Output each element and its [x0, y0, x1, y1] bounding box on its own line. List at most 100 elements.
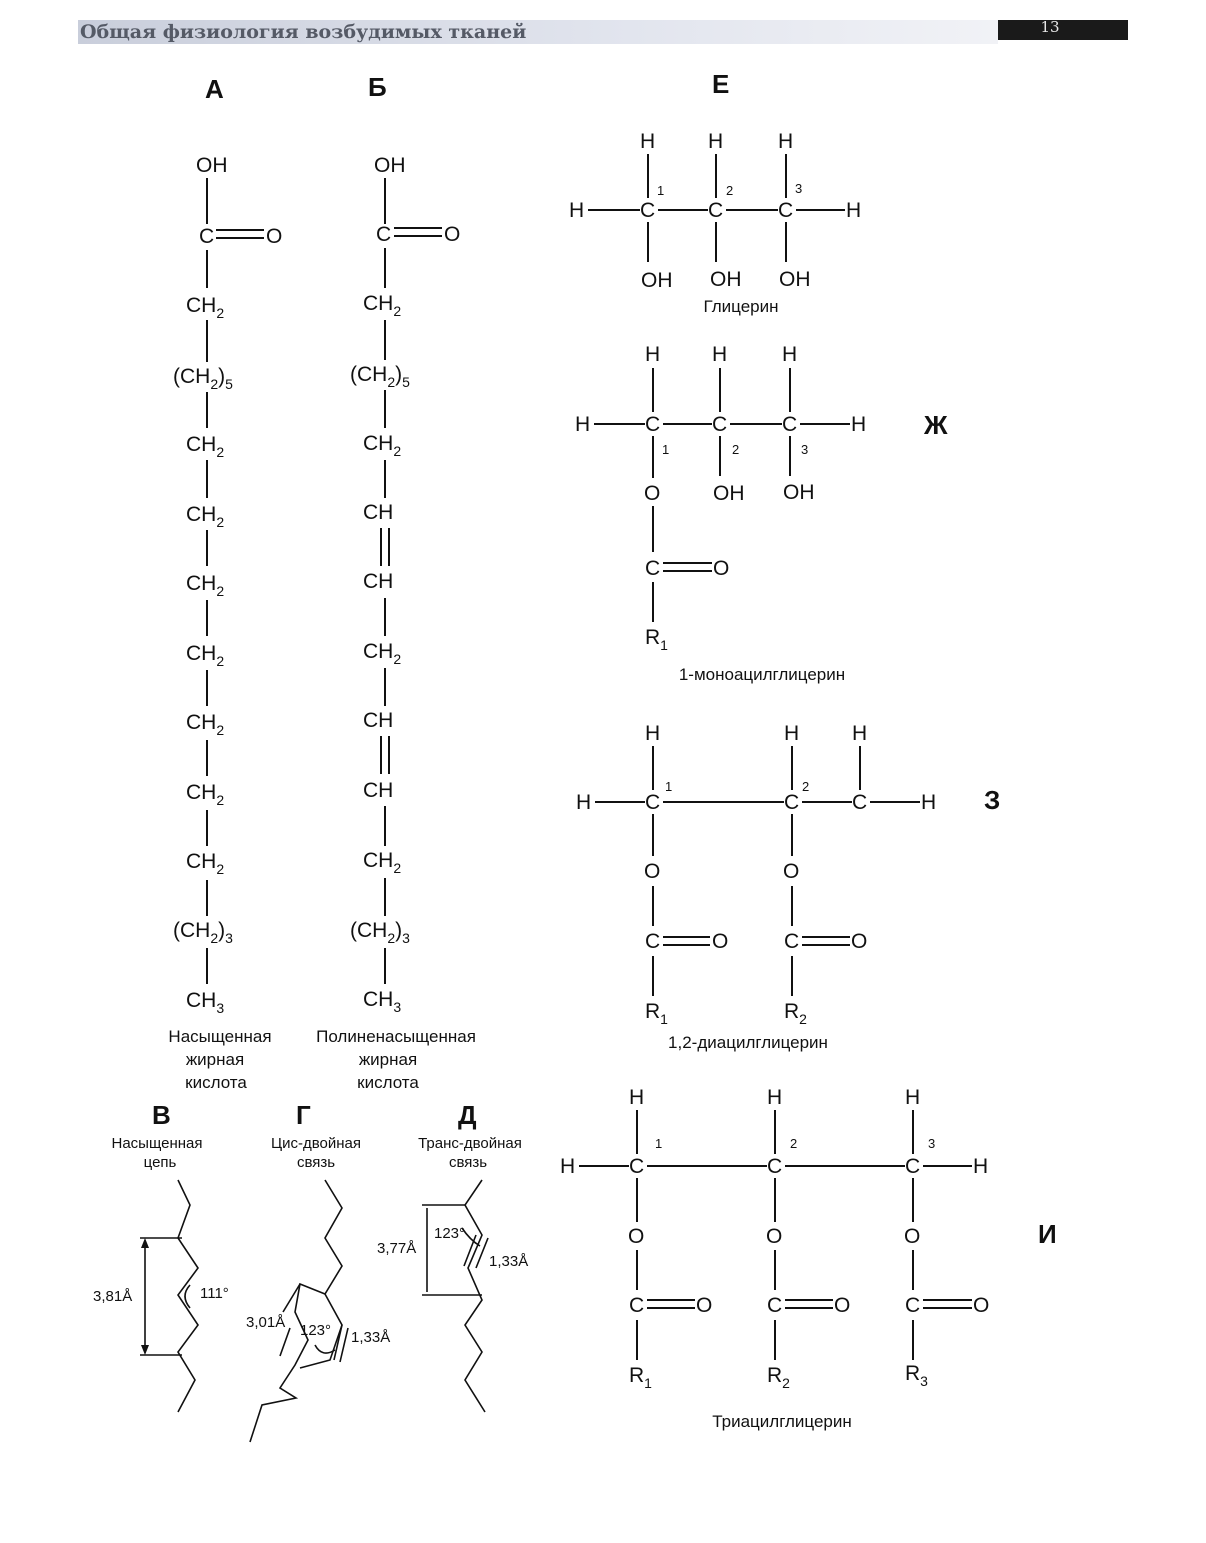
group-r1: R1 [629, 1364, 652, 1391]
group-r1: R1 [645, 1000, 668, 1027]
cis-angle: 123° [300, 1322, 331, 1339]
label-g: Г [296, 1100, 311, 1130]
atom-c: C [767, 1155, 782, 1178]
saturated-chain-title-1: Насыщенная [111, 1135, 202, 1152]
atom-c: C [645, 557, 660, 580]
trans-title-1: Транс-двойная [418, 1135, 522, 1152]
atom-o: O [266, 225, 282, 248]
monoacylglycerol-structure: H H H H C C C H 1 2 3 O OH OH C O R1 1-м… [575, 343, 866, 684]
ch2-symbol: CH [186, 503, 216, 526]
ch3-symbol: CH [186, 989, 216, 1012]
subscript-3: 3 [216, 1000, 224, 1016]
cis-bond-length: 1,33Å [351, 1329, 390, 1346]
group-ch2: CH2 [186, 781, 224, 808]
group-ch2: CH2 [186, 711, 224, 738]
atom-o: O [712, 930, 728, 953]
diacylglycerol-structure: H H H H C C C H 1 2 O O C O C O R1 R2 1,… [576, 722, 936, 1052]
subscript-3: 3 [393, 999, 401, 1015]
glycerol-caption: Глицерин [703, 297, 778, 316]
atom-o: O [766, 1225, 782, 1248]
atom-h: H [784, 722, 799, 745]
carbon-number-2: 2 [802, 779, 809, 794]
carbon-number-2: 2 [790, 1136, 797, 1151]
subscript-2: 2 [216, 444, 224, 460]
group-ch: CH [363, 570, 393, 593]
ch2-symbol: CH [363, 292, 393, 315]
atom-o: O [713, 557, 729, 580]
subscript-2: 2 [210, 930, 218, 946]
atom-h: H [921, 791, 936, 814]
cis-title-2: связь [297, 1154, 335, 1171]
r-symbol: R [629, 1364, 644, 1387]
header-bar [78, 20, 998, 44]
carbon-number-3: 3 [928, 1136, 935, 1151]
paren-close: ) [218, 365, 225, 388]
subscript-2: 2 [393, 860, 401, 876]
r-symbol: R [767, 1364, 782, 1387]
atom-o: O [973, 1294, 989, 1317]
paren-close: ) [395, 919, 402, 942]
subscript-2: 2 [216, 305, 224, 321]
trans-double-bond-geometry: Транс-двойная связь 3,77Å 123° 1,33Å [377, 1135, 528, 1413]
atom-h: H [576, 791, 591, 814]
atom-o: O [628, 1225, 644, 1248]
atom-h: H [846, 199, 861, 222]
subscript-2: 2 [216, 653, 224, 669]
atom-c: C [629, 1294, 644, 1317]
subscript-2: 2 [216, 583, 224, 599]
group-ch2-3: (CH2)3 [350, 919, 410, 946]
subscript-5: 5 [225, 376, 233, 392]
label-e: Е [712, 69, 729, 99]
trans-title-2: связь [449, 1154, 487, 1171]
carbon-number-1: 1 [662, 442, 669, 457]
group-r1: R1 [645, 626, 668, 653]
atom-c: C [629, 1155, 644, 1178]
label-b: Б [368, 72, 387, 102]
subscript-2: 2 [387, 374, 395, 390]
subscript-3: 3 [402, 930, 410, 946]
carbon-number-1: 1 [655, 1136, 662, 1151]
r-symbol: R [905, 1362, 920, 1385]
saturated-fatty-acid: OH C O CH2 (CH2)5 CH2 CH2 CH2 CH2 CH2 CH… [168, 154, 282, 1092]
atom-c: C [199, 225, 214, 248]
saturated-chain-title-2: цепь [144, 1154, 177, 1171]
group-ch: CH [363, 709, 393, 732]
group-ch2: CH2 [363, 849, 401, 876]
subscript-3: 3 [920, 1373, 928, 1389]
atom-h: H [712, 343, 727, 366]
subscript-2: 2 [216, 792, 224, 808]
atom-c: C [767, 1294, 782, 1317]
atom-oh: OH [374, 154, 406, 177]
atom-h: H [629, 1086, 644, 1109]
atom-h: H [782, 343, 797, 366]
atom-h: H [560, 1155, 575, 1178]
atom-oh: OH [196, 154, 228, 177]
group-ch2: CH2 [186, 503, 224, 530]
atom-c: C [376, 223, 391, 246]
atom-h: H [645, 343, 660, 366]
group-r2: R2 [784, 1000, 807, 1027]
atom-c: C [645, 413, 660, 436]
ch2-symbol: CH [186, 850, 216, 873]
page-number: 13 [1040, 18, 1060, 36]
page-number-box [998, 20, 1128, 40]
atom-h: H [778, 130, 793, 153]
glycerol-structure: H H H H C C C H 1 2 3 OH OH OH Глицерин [569, 130, 861, 316]
atom-c: C [782, 413, 797, 436]
atom-oh: OH [710, 268, 742, 291]
paren-close: ) [395, 363, 402, 386]
paren-open: (CH [350, 919, 387, 942]
subscript-1: 1 [660, 1011, 668, 1027]
atom-o: O [851, 930, 867, 953]
group-ch2: CH2 [186, 294, 224, 321]
paren-close: ) [218, 919, 225, 942]
polyunsaturated-caption-line-3: кислота [357, 1073, 419, 1092]
saturated-caption-line-2: жирная [186, 1050, 244, 1069]
trans-length: 3,77Å [377, 1240, 416, 1257]
atom-c: C [712, 413, 727, 436]
saturated-caption-line-3: кислота [185, 1073, 247, 1092]
ch2-symbol: CH [186, 711, 216, 734]
ch2-symbol: CH [363, 432, 393, 455]
ch2-symbol: CH [186, 433, 216, 456]
